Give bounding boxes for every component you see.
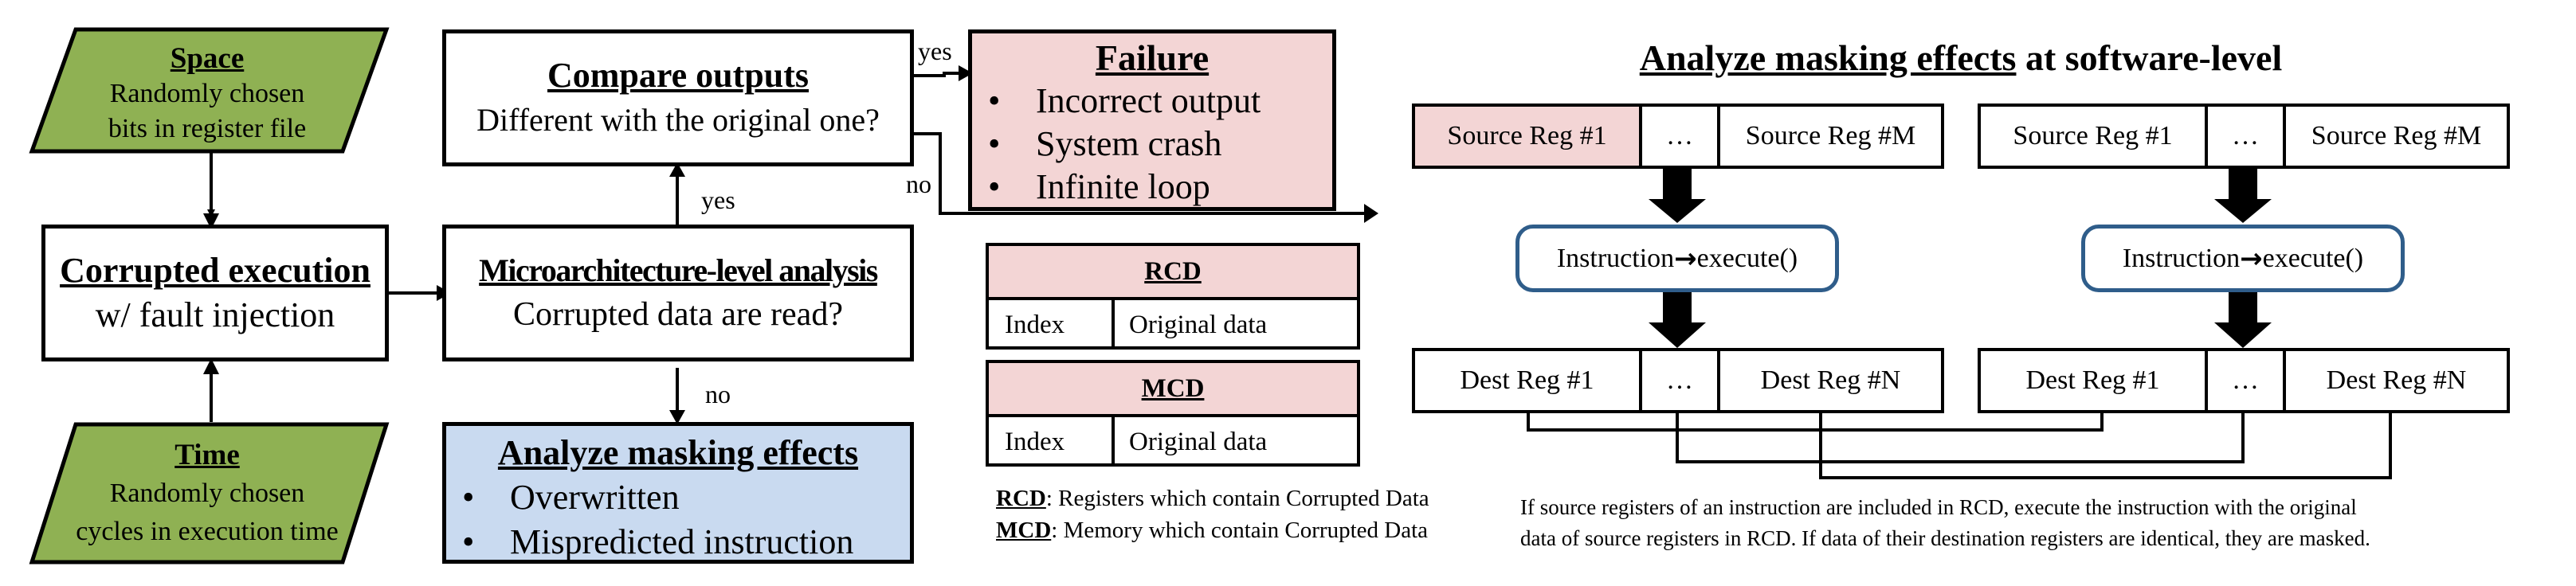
time-block: Time Randomly chosen cycles in execution…	[44, 434, 371, 553]
rcd-data-cell: Original data	[1129, 310, 1268, 339]
masking-item: •Overwritten	[462, 478, 680, 517]
mcd-index-cell: Index	[989, 417, 1115, 467]
right-arrow-icon: →	[2240, 242, 2263, 275]
compare-title: Compare outputs	[547, 56, 809, 95]
masking-title: Analyze masking effects	[497, 433, 859, 472]
legend-mcd: MCD: Memory which contain Corrupted Data	[996, 518, 1429, 543]
source-reg-cell: Source Reg #M	[2311, 121, 2482, 150]
failure-item: •Incorrect output	[988, 81, 1261, 120]
source-row-right: Source Reg #1 … Source Reg #M	[1978, 104, 2510, 169]
micro-subtitle: Corrupted data are read?	[513, 296, 843, 333]
software-title-rest: at software-level	[2016, 37, 2283, 78]
micro-analysis-box: Microarchitecture-level analysis Corrupt…	[442, 225, 914, 361]
rcd-header: RCD	[989, 246, 1357, 300]
space-line1: Randomly chosen	[109, 79, 305, 108]
mcd-row: Index Original data	[989, 417, 1357, 467]
dest-reg-cell: Dest Reg #1	[1981, 351, 2208, 410]
source-row-left: Source Reg #1 … Source Reg #M	[1412, 104, 1944, 169]
arrowhead-failure	[959, 65, 973, 81]
space-line2: bits in register file	[108, 114, 307, 143]
mcd-data-cell: Original data	[1129, 427, 1268, 456]
bracket-line-2	[1676, 412, 2245, 463]
space-block: Space Randomly chosen bits in register f…	[48, 38, 367, 150]
label-yes-top: yes	[918, 37, 952, 65]
arrowhead-software	[1364, 204, 1378, 223]
masking-effects-box: Analyze masking effects •Overwritten •Mi…	[442, 422, 914, 564]
thick-arrow-dst1	[1649, 292, 1706, 348]
micro-title: Microarchitecture-level analysis	[479, 252, 878, 288]
time-title: Time	[174, 439, 240, 471]
corrupted-title: Corrupted execution	[60, 251, 371, 290]
corrupted-subtitle: w/ fault injection	[95, 295, 335, 334]
rcd-table: RCD Index Original data	[986, 243, 1360, 350]
arrowhead-compare	[669, 162, 685, 177]
time-line1: Randomly chosen	[109, 479, 305, 508]
thick-arrow-dst2	[2214, 292, 2272, 348]
dest-row-left: Dest Reg #1 … Dest Reg #N	[1412, 348, 1944, 413]
software-note-line1: If source registers of an instruction ar…	[1520, 495, 2357, 519]
dest-row-right: Dest Reg #1 … Dest Reg #N	[1978, 348, 2510, 413]
label-yes-mid: yes	[701, 186, 735, 214]
thick-arrow-src2	[2214, 169, 2272, 223]
ellipsis-cell: …	[2208, 107, 2286, 166]
time-line2: cycles in execution time	[76, 517, 339, 546]
thick-arrow-src1	[1649, 169, 1706, 223]
mcd-table: MCD Index Original data	[986, 360, 1360, 467]
software-note: If source registers of an instruction ar…	[1520, 492, 2544, 554]
masking-item: •Mispredicted instruction	[462, 522, 854, 561]
dest-reg-cell: Dest Reg #1	[1415, 351, 1642, 410]
software-note-line2: data of source registers in RCD. If data…	[1520, 526, 2370, 550]
ellipsis-cell: …	[1642, 351, 1720, 410]
failure-item: •System crash	[988, 124, 1222, 163]
corrupted-execution-box: Corrupted execution w/ fault injection	[41, 225, 389, 361]
software-title-underlined: Analyze masking effects	[1639, 37, 2017, 78]
legend: RCD: Registers which contain Corrupted D…	[996, 482, 1429, 546]
arrowhead-time	[203, 358, 219, 374]
rcd-index-cell: Index	[989, 300, 1115, 350]
arrow-compare-to-software	[911, 132, 1369, 215]
source-reg-cell: Source Reg #M	[1745, 121, 1916, 150]
failure-title: Failure	[1095, 37, 1210, 78]
legend-rcd: RCD: Registers which contain Corrupted D…	[996, 486, 1429, 511]
instruction-execute-left: Instruction→execute()	[1515, 225, 1839, 292]
bracket-line-3	[1819, 412, 2392, 479]
dest-reg-cell: Dest Reg #N	[1760, 365, 1901, 395]
label-no-mid: no	[906, 170, 931, 198]
source-reg-cell: Source Reg #1	[1981, 107, 2208, 166]
ellipsis-cell: …	[2208, 351, 2286, 410]
bracket-line-1	[1527, 412, 2104, 432]
arrowhead-space	[203, 213, 219, 229]
software-title: Analyze masking effects at software-leve…	[1372, 37, 2550, 79]
compare-outputs-box: Compare outputs Different with the origi…	[442, 29, 914, 166]
arrowhead-masking	[669, 410, 685, 424]
failure-box: Failure •Incorrect output •System crash …	[968, 29, 1336, 211]
right-arrow-icon: →	[1674, 242, 1697, 275]
ellipsis-cell: …	[1642, 107, 1720, 166]
rcd-row: Index Original data	[989, 300, 1357, 350]
source-reg-cell: Source Reg #1	[1415, 107, 1642, 166]
arrow-compare-to-failure	[911, 72, 963, 77]
dest-reg-cell: Dest Reg #N	[2326, 365, 2467, 395]
instruction-execute-right: Instruction→execute()	[2081, 225, 2405, 292]
compare-subtitle: Different with the original one?	[476, 102, 880, 138]
label-no-bottom: no	[705, 380, 731, 408]
failure-item: •Infinite loop	[988, 167, 1210, 206]
mcd-header: MCD	[989, 363, 1357, 417]
space-title: Space	[170, 42, 245, 75]
